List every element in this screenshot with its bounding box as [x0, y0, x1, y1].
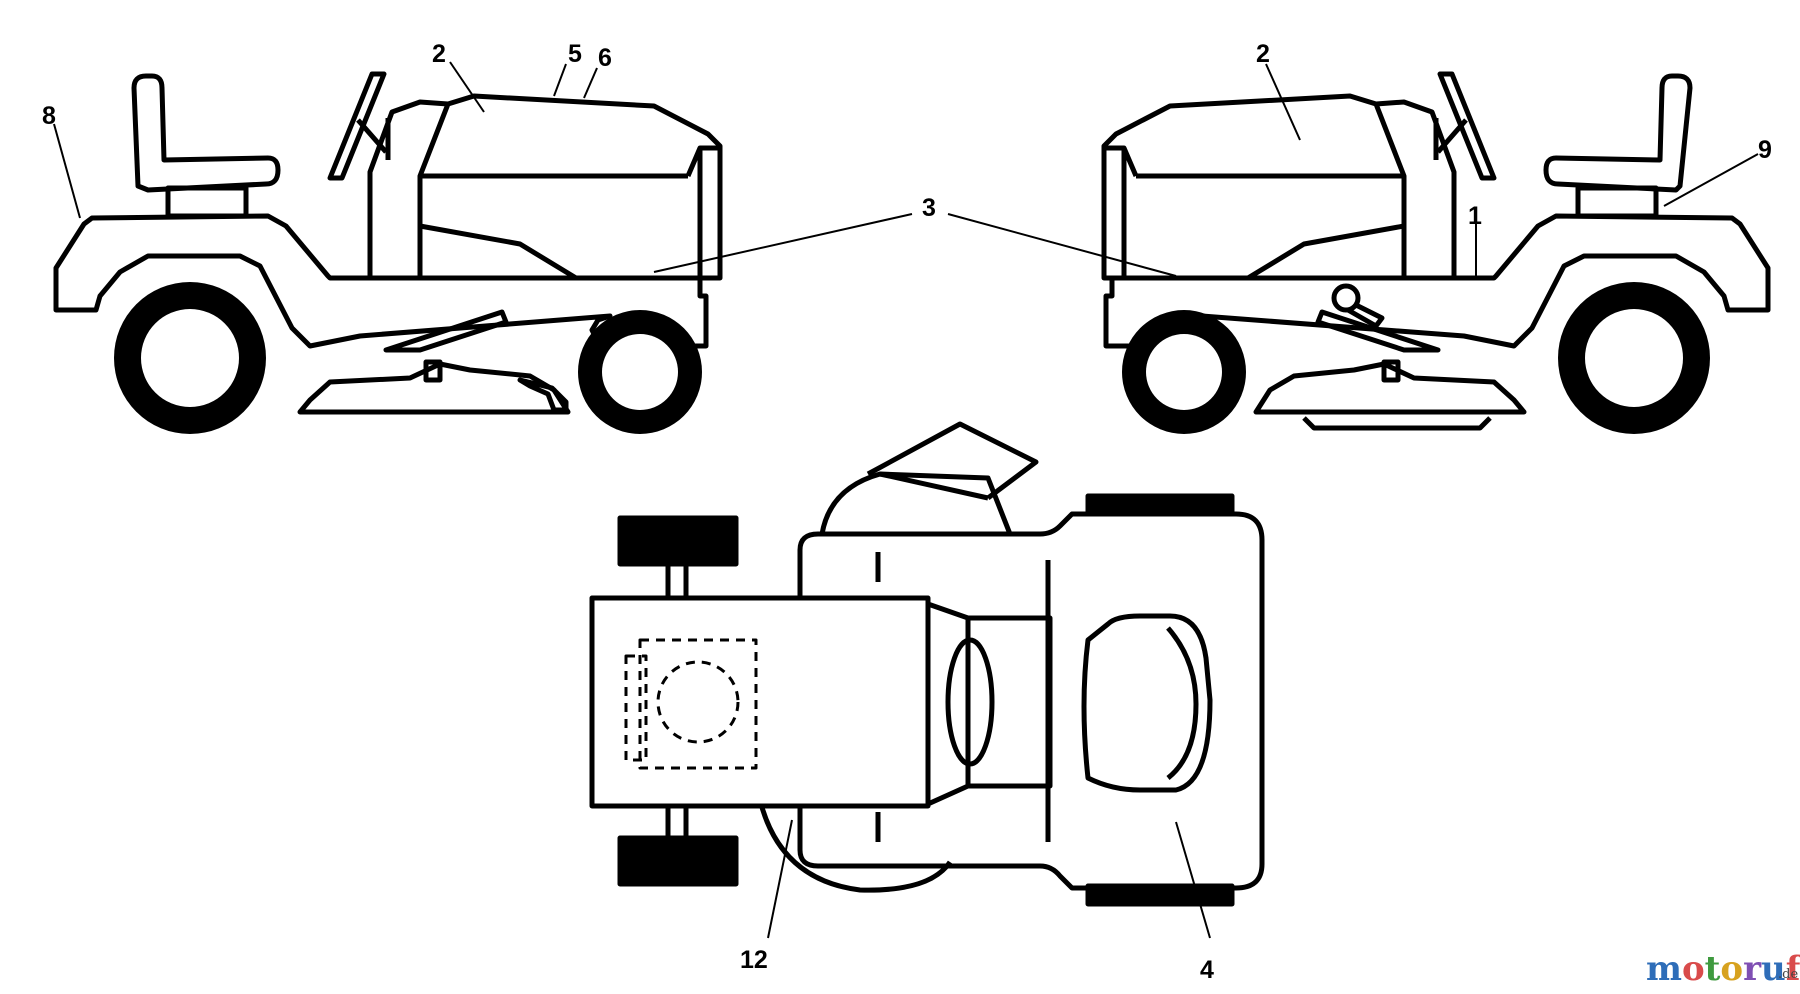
motoruf-watermark: motoruf .de	[1646, 949, 1800, 989]
callout-labels: 8 2 5 6 3 2 1 9 12 4	[42, 40, 1772, 984]
callout-12: 12	[740, 946, 768, 974]
wm-letter-f: f	[1786, 949, 1800, 989]
wm-letter-t: t	[1705, 949, 1721, 989]
wm-letter-u: u	[1761, 949, 1786, 989]
callout-8: 8	[42, 102, 56, 130]
callout-9: 9	[1758, 136, 1772, 164]
callout-6: 6	[598, 44, 612, 72]
wm-tld: .de	[1778, 967, 1798, 982]
wm-letter-r: r	[1743, 949, 1762, 989]
callout-2-left: 2	[432, 40, 446, 68]
callout-2-right: 2	[1256, 40, 1270, 68]
callout-5: 5	[568, 40, 582, 68]
wm-letter-o1: o	[1682, 949, 1705, 989]
callout-1: 1	[1468, 202, 1482, 230]
callout-4: 4	[1200, 956, 1214, 984]
svg-text:motoruf: motoruf	[1646, 949, 1800, 989]
tractor-left-side-view	[53, 71, 723, 434]
wm-letter-m: m	[1646, 949, 1682, 989]
right-leader-lines	[1265, 63, 1759, 276]
top-leader-lines	[767, 819, 1211, 939]
callout-3-leader-lines	[653, 213, 1177, 277]
left-leader-lines	[53, 61, 598, 219]
tractor-right-side-view	[1101, 71, 1771, 434]
tractor-top-view	[589, 421, 1265, 907]
callout-3: 3	[922, 194, 936, 222]
wm-letter-o2: o	[1720, 949, 1743, 989]
